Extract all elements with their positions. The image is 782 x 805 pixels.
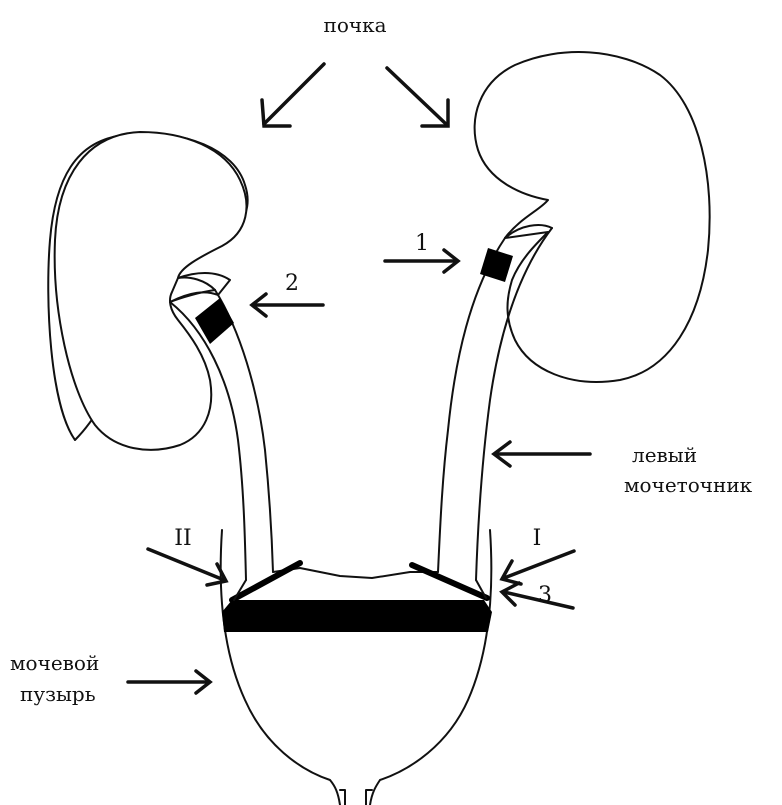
arrow-left-ureter (494, 442, 590, 466)
left-kidney-hilum (178, 278, 215, 291)
label-marker-3: 3 (538, 583, 552, 608)
arrow-kidney-left (262, 64, 324, 126)
label-left-ureter-line2: мочеточник (624, 473, 753, 497)
arrow-I (502, 551, 574, 584)
label-marker-II: II (174, 526, 191, 551)
ligature-3 (222, 600, 492, 632)
ligature-II (232, 563, 300, 600)
arrow-2 (252, 294, 323, 316)
label-left-ureter-line1: левый (632, 443, 697, 467)
bladder-body (221, 530, 492, 805)
left-ureter-tip (170, 290, 215, 302)
urethra-left (340, 790, 345, 805)
label-marker-1: 1 (415, 231, 429, 256)
label-bladder-line2: пузырь (20, 682, 96, 706)
label-marker-2: 2 (285, 271, 299, 296)
left-kidney-outline (55, 132, 247, 450)
label-kidney: почка (323, 13, 386, 37)
label-marker-I: I (533, 526, 542, 551)
arrow-II (148, 549, 226, 585)
bladder-top-edge (273, 568, 438, 578)
label-bladder-line1: мочевой (10, 651, 99, 675)
arrow-bladder (128, 671, 210, 693)
arrow-kidney-right (387, 68, 448, 126)
right-ureter-outer (438, 238, 505, 572)
ligature-1 (480, 248, 513, 282)
right-kidney-outline (475, 52, 710, 382)
